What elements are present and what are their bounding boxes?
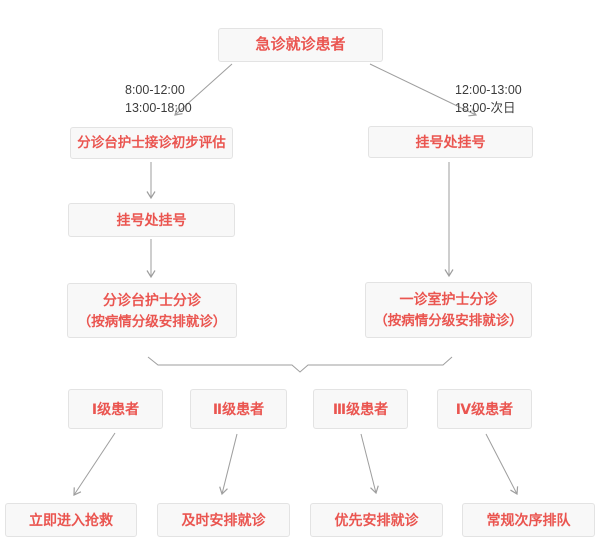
edge-start-to-right — [369, 63, 478, 117]
node-left-triage-line2: （按病情分级安排就诊） — [77, 313, 227, 329]
node-left-assess: 分诊台护士接诊初步评估 — [70, 127, 233, 159]
node-level2-label: Ⅱ级患者 — [212, 401, 265, 417]
node-left-assess-label: 分诊台护士接诊初步评估 — [77, 135, 226, 150]
node-right-register-label: 挂号处挂号 — [415, 134, 486, 150]
node-right-register: 挂号处挂号 — [368, 126, 533, 158]
node-level3-label: Ⅲ级患者 — [332, 401, 389, 417]
time-label-right-line1: 12:00-13:00 — [455, 83, 522, 97]
node-left-register-label: 挂号处挂号 — [116, 212, 187, 228]
node-action2-label: 及时安排就诊 — [181, 512, 266, 528]
edge-level4-to-action4 — [485, 433, 519, 496]
node-action4-label: 常规次序排队 — [486, 512, 571, 528]
node-right-triage: 一诊室护士分诊 （按病情分级安排就诊） — [365, 282, 532, 338]
node-level4: Ⅳ级患者 — [437, 389, 532, 429]
node-level1: Ⅰ级患者 — [68, 389, 163, 429]
node-action4: 常规次序排队 — [462, 503, 595, 537]
time-label-right-line2: 18:00-次日 — [455, 101, 516, 115]
time-label-left-line1: 8:00-12:00 — [125, 83, 185, 97]
node-start-label: 急诊就诊患者 — [255, 36, 346, 53]
time-label-left: 8:00-12:00 13:00-18:00 — [125, 81, 192, 117]
node-level2: Ⅱ级患者 — [190, 389, 287, 429]
edge-start-to-left — [174, 63, 233, 116]
edge-level2-to-action2 — [219, 433, 238, 496]
node-right-triage-line2: （按病情分级安排就诊） — [374, 313, 523, 328]
time-label-right: 12:00-13:00 18:00-次日 — [455, 81, 522, 117]
node-left-register: 挂号处挂号 — [68, 203, 235, 237]
node-left-triage: 分诊台护士分诊 （按病情分级安排就诊） — [67, 283, 237, 338]
node-action1-label: 立即进入抢救 — [29, 512, 113, 528]
node-level1-label: Ⅰ级患者 — [91, 401, 140, 417]
edge-level3-to-action3 — [360, 433, 379, 495]
node-level4-label: Ⅳ级患者 — [455, 401, 514, 417]
time-label-left-line2: 13:00-18:00 — [125, 101, 192, 115]
node-action3-label: 优先安排就诊 — [334, 512, 419, 528]
node-level3: Ⅲ级患者 — [313, 389, 408, 429]
node-action2: 及时安排就诊 — [157, 503, 290, 537]
node-right-triage-line1: 一诊室护士分诊 — [399, 291, 498, 307]
node-action1: 立即进入抢救 — [5, 503, 137, 537]
node-action3: 优先安排就诊 — [310, 503, 443, 537]
edge-level1-to-action1 — [73, 432, 116, 496]
node-start: 急诊就诊患者 — [218, 28, 383, 62]
node-left-triage-line1: 分诊台护士分诊 — [103, 291, 201, 308]
merge-brace — [147, 356, 453, 373]
